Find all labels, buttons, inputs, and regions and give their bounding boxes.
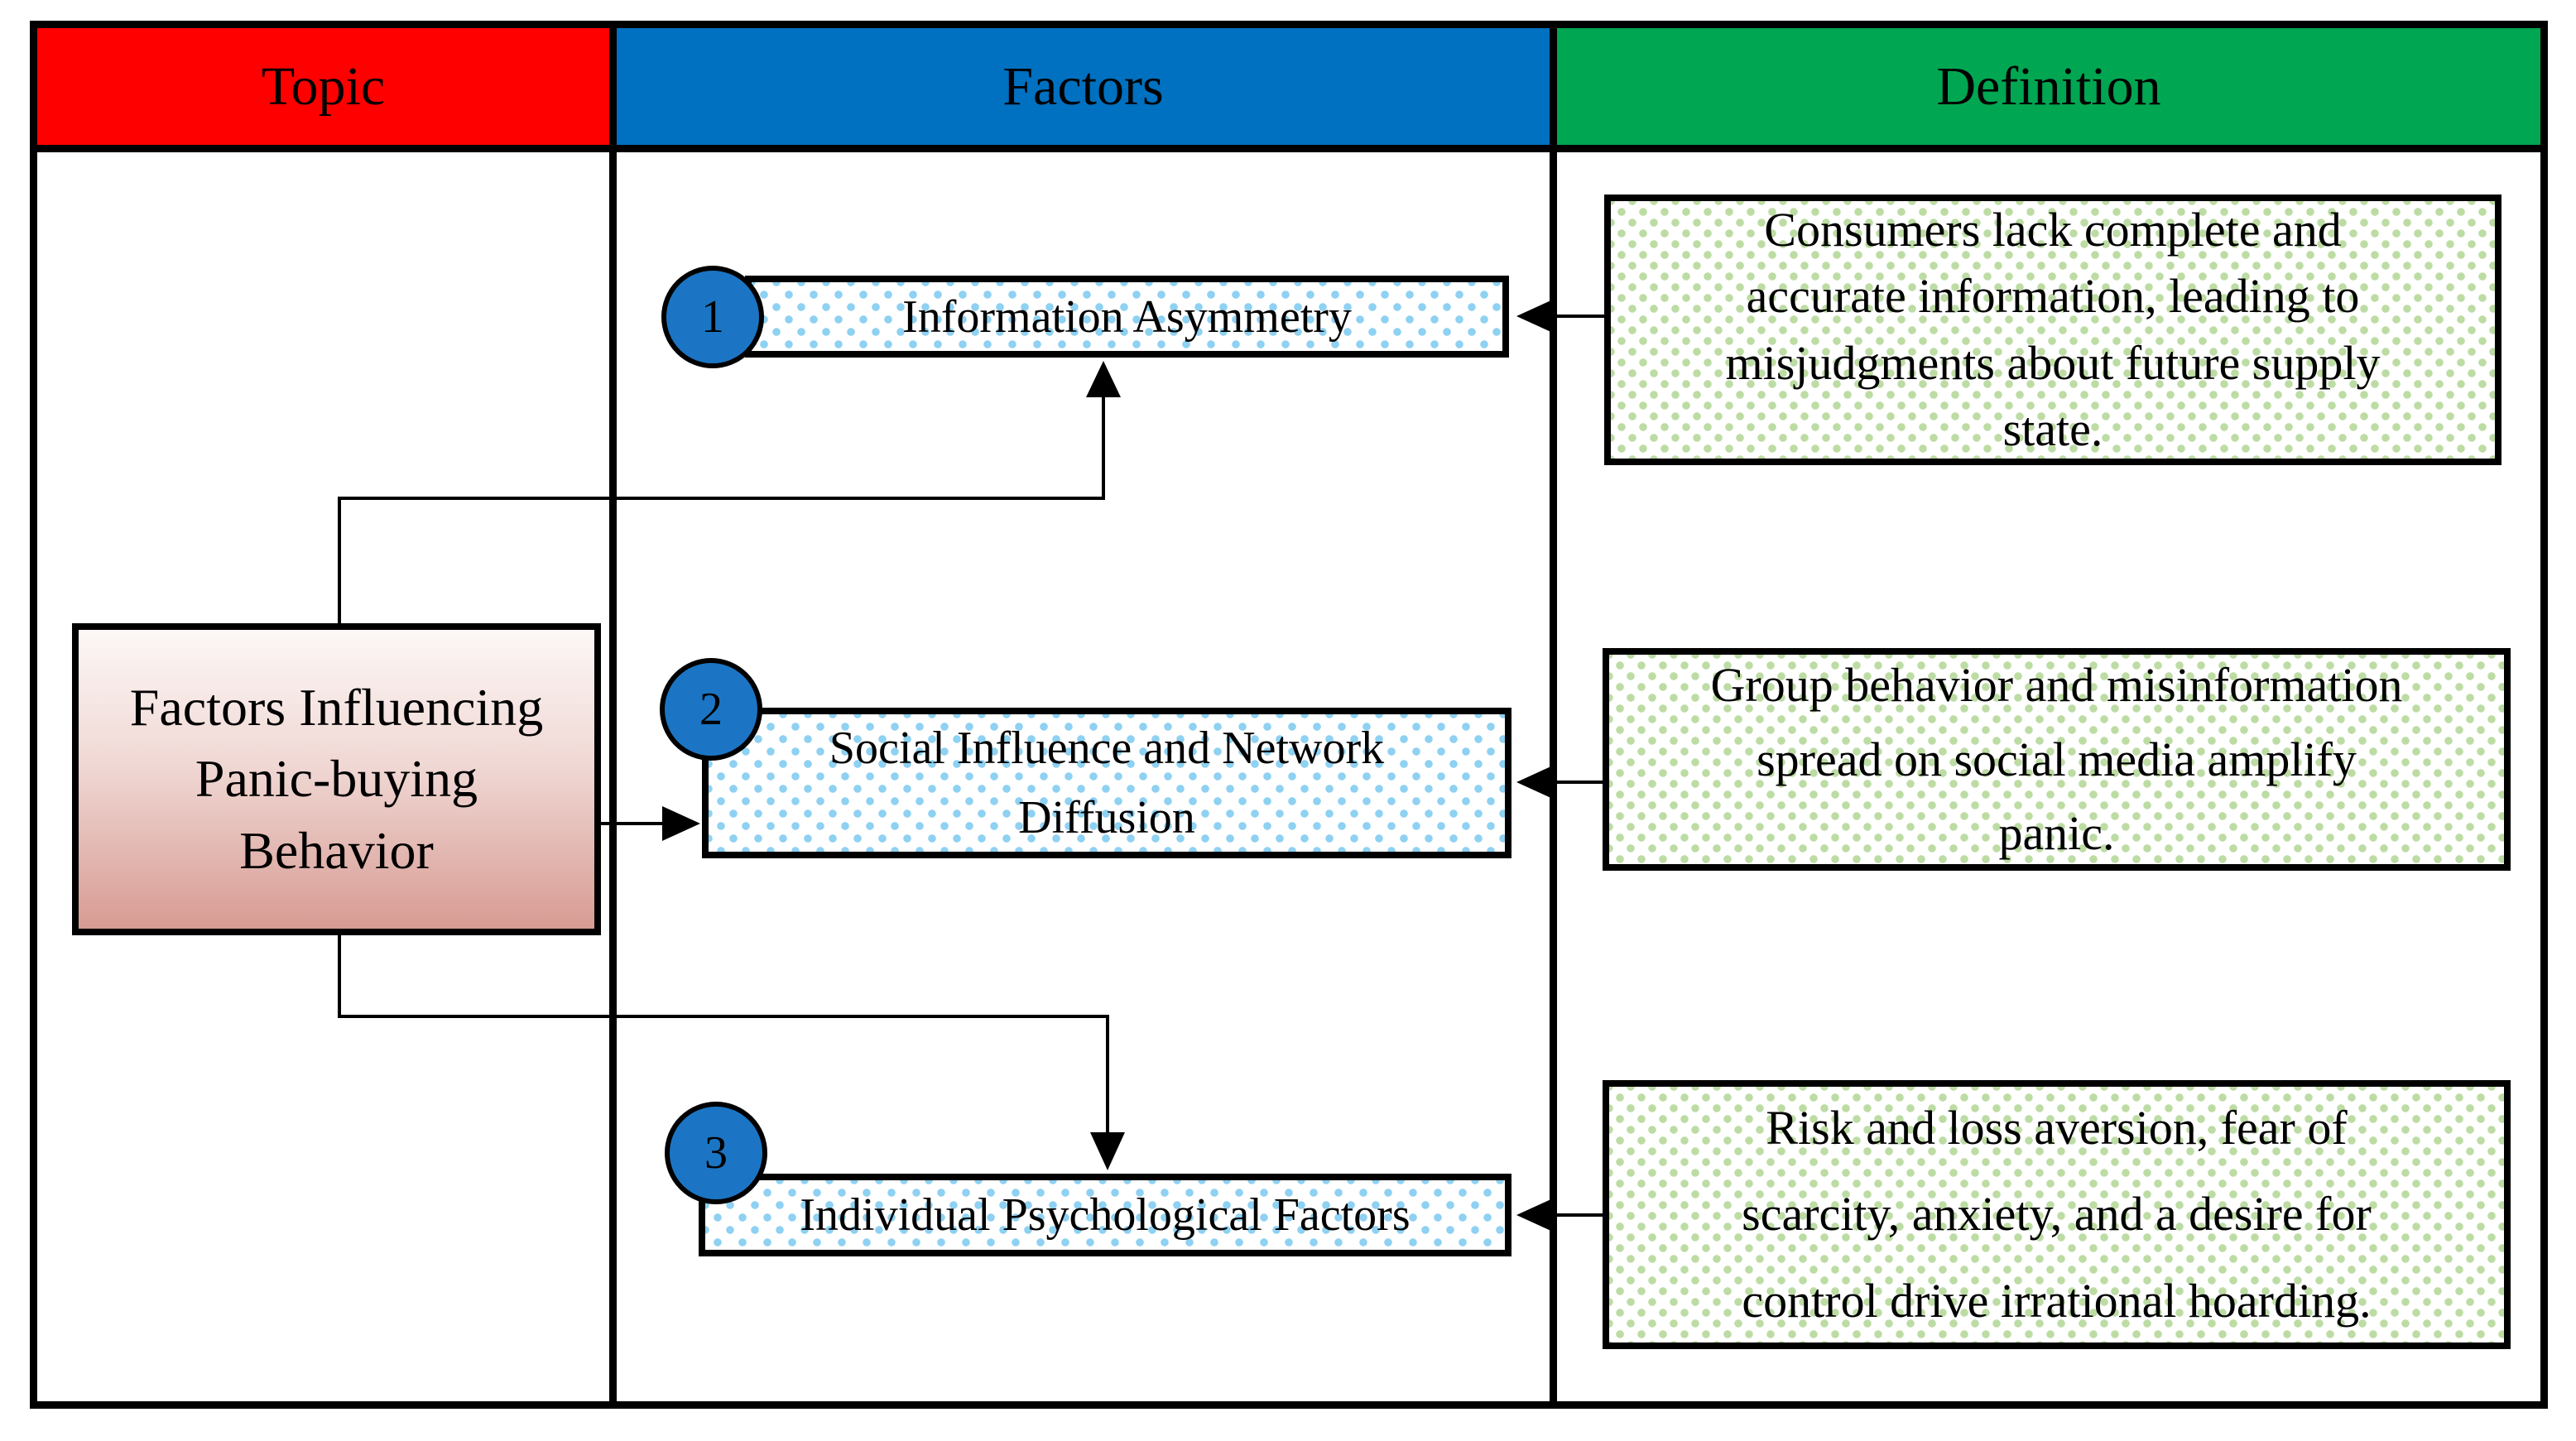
factor-1-label: Information Asymmetry bbox=[902, 291, 1352, 343]
header-topic-label: Topic bbox=[261, 55, 386, 117]
header-factors-label: Factors bbox=[1002, 55, 1164, 117]
factor-3-label: Individual Psychological Factors bbox=[800, 1189, 1411, 1241]
header-cell-factors: Factors bbox=[609, 21, 1557, 152]
definition-box-1: Consumers lack complete and accurate inf… bbox=[1604, 195, 2502, 465]
number-badge-1-label: 1 bbox=[701, 291, 724, 343]
topic-box: Factors Influencing Panic-buying Behavio… bbox=[72, 623, 601, 935]
definition-box-3: Risk and loss aversion, fear of scarcity… bbox=[1603, 1080, 2511, 1349]
definition-1-text: Consumers lack complete and accurate inf… bbox=[1725, 203, 2381, 456]
definition-box-2: Group behavior and misinformation spread… bbox=[1603, 648, 2511, 871]
topic-box-label: Factors Influencing Panic-buying Behavio… bbox=[129, 677, 544, 880]
number-badge-3-label: 3 bbox=[704, 1127, 728, 1179]
header-definition-label: Definition bbox=[1936, 55, 2161, 117]
header-cell-definition: Definition bbox=[1550, 21, 2548, 152]
number-badge-3: 3 bbox=[665, 1102, 767, 1204]
header-cell-topic: Topic bbox=[30, 21, 617, 152]
number-badge-1: 1 bbox=[661, 266, 764, 368]
factor-box-1: Information Asymmetry bbox=[745, 276, 1509, 358]
number-badge-2-label: 2 bbox=[699, 684, 723, 735]
number-badge-2: 2 bbox=[660, 658, 762, 761]
factor-box-3: Individual Psychological Factors bbox=[699, 1174, 1511, 1256]
column-divider-factors-definition bbox=[1550, 145, 1557, 1409]
factor-2-label: Social Influence and Network Diffusion bbox=[829, 723, 1385, 843]
factor-box-2: Social Influence and Network Diffusion bbox=[702, 708, 1511, 858]
definition-2-text: Group behavior and misinformation spread… bbox=[1710, 657, 2403, 861]
column-divider-topic-factors bbox=[609, 145, 617, 1409]
definition-3-text: Risk and loss aversion, fear of scarcity… bbox=[1742, 1100, 2372, 1328]
